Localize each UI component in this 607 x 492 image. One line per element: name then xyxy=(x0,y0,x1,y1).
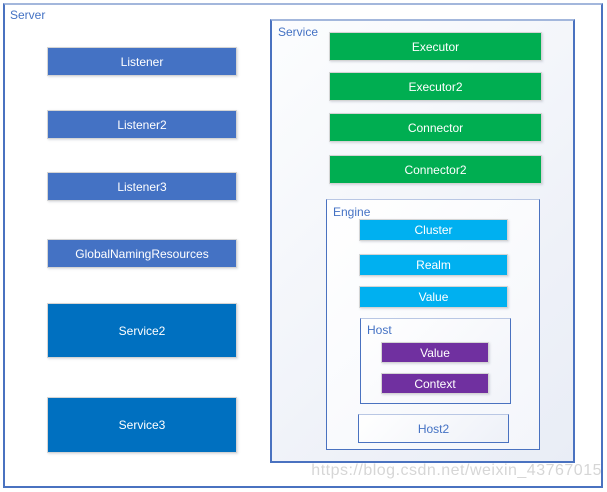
box-cluster: Cluster xyxy=(359,219,508,241)
box-executor2-label: Executor2 xyxy=(408,79,463,94)
container-server: Server Listener Listener2 Listener3 Glob… xyxy=(3,3,603,488)
box-service2-label: Service2 xyxy=(118,323,166,338)
watermark-text: https://blog.csdn.net/weixin_43767015 xyxy=(311,462,602,479)
container-host2: Host2 xyxy=(358,414,509,443)
box-service2: Service2 xyxy=(47,303,237,358)
box-cluster-label: Cluster xyxy=(414,223,453,237)
box-executor2: Executor2 xyxy=(329,72,542,101)
box-connector: Connector xyxy=(329,113,542,142)
service-label: Service xyxy=(278,25,319,39)
server-label: Server xyxy=(10,8,46,22)
box-listener2-label: Listener2 xyxy=(117,117,167,132)
box-executor-label: Executor xyxy=(411,39,460,54)
box-host-value-label: Value xyxy=(420,345,450,360)
box-realm-label: Realm xyxy=(416,258,451,272)
host2-label: Host2 xyxy=(417,421,450,436)
container-engine: Engine Cluster Realm Value Host Value xyxy=(326,199,540,450)
box-realm: Realm xyxy=(359,254,508,276)
box-global-naming-resources-label: GlobalNamingResources xyxy=(75,246,209,261)
box-global-naming-resources: GlobalNamingResources xyxy=(47,239,237,268)
box-host-value: Value xyxy=(381,342,489,363)
box-listener: Listener xyxy=(47,47,237,76)
box-listener2: Listener2 xyxy=(47,110,237,139)
container-service: Service Executor Executor2 Connector Con… xyxy=(270,19,575,463)
box-listener3: Listener3 xyxy=(47,172,237,201)
engine-label: Engine xyxy=(333,205,371,219)
container-host: Host Value Context xyxy=(360,318,511,404)
box-engine-value: Value xyxy=(359,286,508,308)
box-listener3-label: Listener3 xyxy=(117,179,167,194)
box-connector2: Connector2 xyxy=(329,155,542,184)
box-connector2-label: Connector2 xyxy=(404,162,467,177)
box-service3-label: Service3 xyxy=(118,418,166,432)
box-engine-value-label: Value xyxy=(418,290,449,304)
box-connector-label: Connector xyxy=(407,120,464,135)
host-label: Host xyxy=(367,323,392,337)
box-host-context-label: Context xyxy=(414,376,456,391)
box-host-context: Context xyxy=(381,373,489,394)
box-service3: Service3 xyxy=(47,397,237,453)
box-listener-label: Listener xyxy=(120,54,164,69)
box-executor: Executor xyxy=(329,32,542,61)
